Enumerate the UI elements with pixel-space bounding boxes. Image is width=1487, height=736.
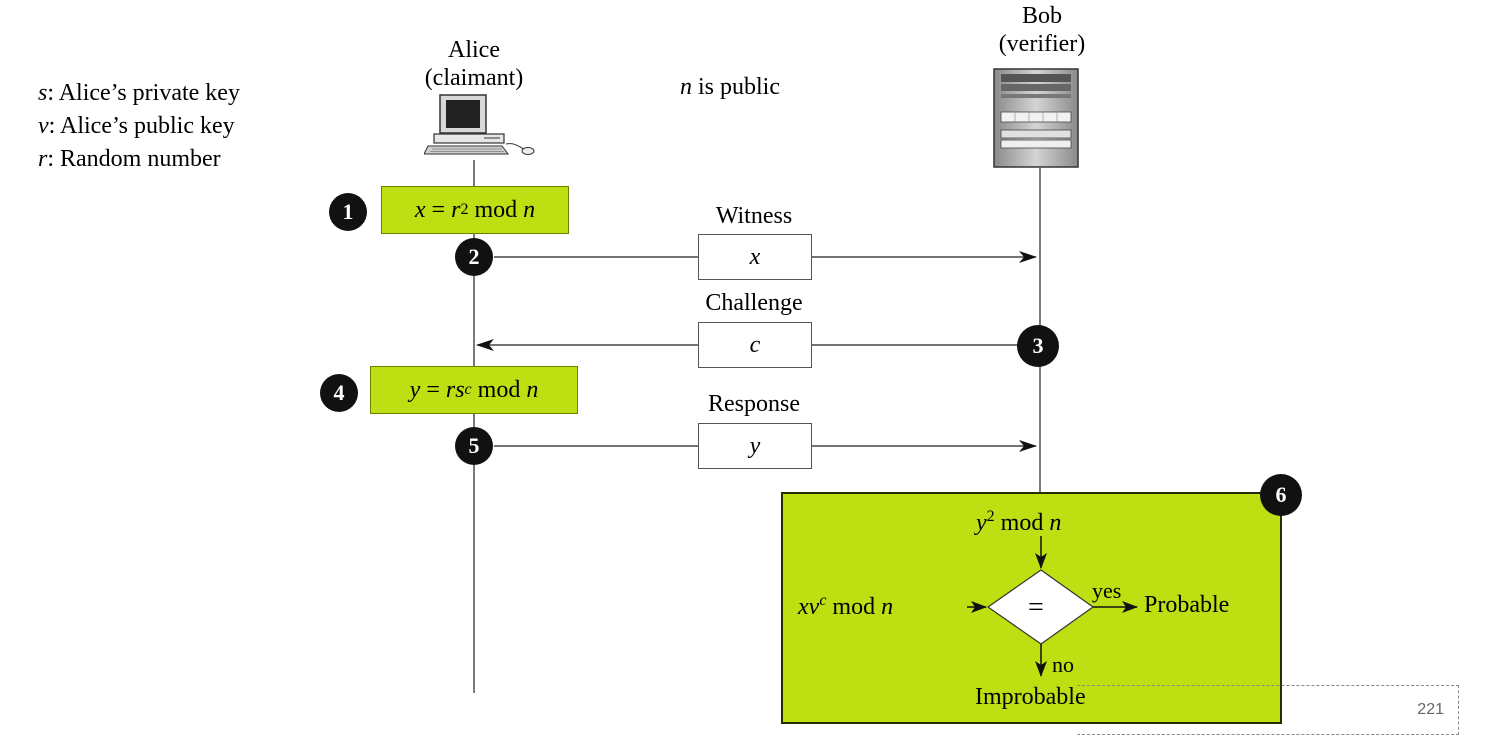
- verify-left-expression: xvc mod n: [798, 592, 893, 621]
- public-note-var: n: [680, 74, 692, 100]
- verify-top-n: n: [1049, 510, 1062, 536]
- verify-top-exp: 2: [986, 508, 995, 525]
- formula-y-eq: =: [420, 376, 446, 403]
- legend-v-text: : Alice’s public key: [48, 113, 235, 139]
- improbable-label: Improbable: [975, 684, 1086, 710]
- verify-left-mod: mod: [826, 594, 882, 620]
- yes-label: yes: [1092, 578, 1122, 603]
- response-box: y: [698, 423, 812, 469]
- witness-box: x: [698, 234, 812, 280]
- challenge-value: c: [749, 331, 761, 358]
- public-modulus-note: n is public: [680, 74, 780, 101]
- legend-s-var: s: [38, 80, 48, 106]
- formula-y-mod: mod: [471, 376, 527, 403]
- legend-random-number: r: Random number: [38, 146, 221, 173]
- no-label: no: [1052, 652, 1074, 677]
- public-note-text: is public: [692, 74, 780, 100]
- alice-label: Alice (claimant): [394, 36, 554, 92]
- response-value: y: [749, 432, 761, 459]
- formula-y-n: n: [526, 376, 539, 403]
- step-2-circle: 2: [455, 238, 493, 276]
- verify-left-xv: xv: [798, 594, 820, 620]
- alice-name: Alice: [448, 37, 500, 63]
- legend-r-var: r: [38, 146, 48, 172]
- step-4-number: 4: [333, 380, 345, 405]
- step-3-number: 3: [1032, 333, 1044, 358]
- step-5-number: 5: [468, 433, 480, 458]
- formula-y-exp: c: [464, 381, 472, 398]
- formula-x-exp: 2: [460, 201, 469, 218]
- witness-value: x: [749, 243, 761, 270]
- step-1-circle: 1: [329, 193, 367, 231]
- legend-s-text: : Alice’s private key: [47, 80, 240, 106]
- step-3-circle: 3: [1017, 325, 1059, 367]
- page-number-box: 221: [1077, 685, 1459, 735]
- verify-top-expression: y2 mod n: [976, 508, 1061, 537]
- legend-r-text: : Random number: [47, 146, 221, 172]
- witness-label: Witness: [715, 203, 793, 229]
- legend-v-var: v: [38, 113, 49, 139]
- formula-x-n: n: [523, 196, 536, 223]
- desktop-computer-icon: [424, 94, 535, 155]
- formula-x-mod: mod: [468, 196, 524, 223]
- step-5-circle: 5: [455, 427, 493, 465]
- verification-flowchart: [967, 536, 1138, 677]
- server-tower-icon: [993, 68, 1079, 168]
- step-4-circle: 4: [320, 374, 358, 412]
- bob-name: Bob: [1021, 3, 1062, 29]
- challenge-label: Challenge: [705, 290, 803, 316]
- legend-private-key: s: Alice’s private key: [38, 80, 240, 107]
- bob-role: (verifier): [998, 31, 1086, 57]
- challenge-box: c: [698, 322, 812, 368]
- formula-x-r: r: [451, 196, 461, 223]
- equals-sign: =: [1028, 592, 1044, 623]
- step-1-number: 1: [342, 199, 354, 224]
- verify-top-mod: mod: [994, 510, 1050, 536]
- formula-x: x: [414, 196, 426, 223]
- formula-x-eq: =: [425, 196, 452, 223]
- step-6-number: 6: [1275, 482, 1287, 507]
- response-label: Response: [708, 391, 800, 417]
- bob-label: Bob (verifier): [962, 2, 1122, 58]
- verify-left-exp: c: [819, 592, 827, 609]
- verify-top-y: y: [976, 510, 987, 536]
- page-number: 221: [1417, 701, 1444, 718]
- step-2-number: 2: [468, 244, 480, 269]
- probable-label: Probable: [1144, 592, 1230, 618]
- legend-public-key: v: Alice’s public key: [38, 113, 235, 140]
- alice-role: (claimant): [424, 65, 524, 91]
- verify-left-n: n: [881, 594, 894, 620]
- formula-y-rs: rs: [445, 376, 465, 403]
- formula-y: y: [409, 376, 421, 403]
- step-6-circle: 6: [1260, 474, 1302, 516]
